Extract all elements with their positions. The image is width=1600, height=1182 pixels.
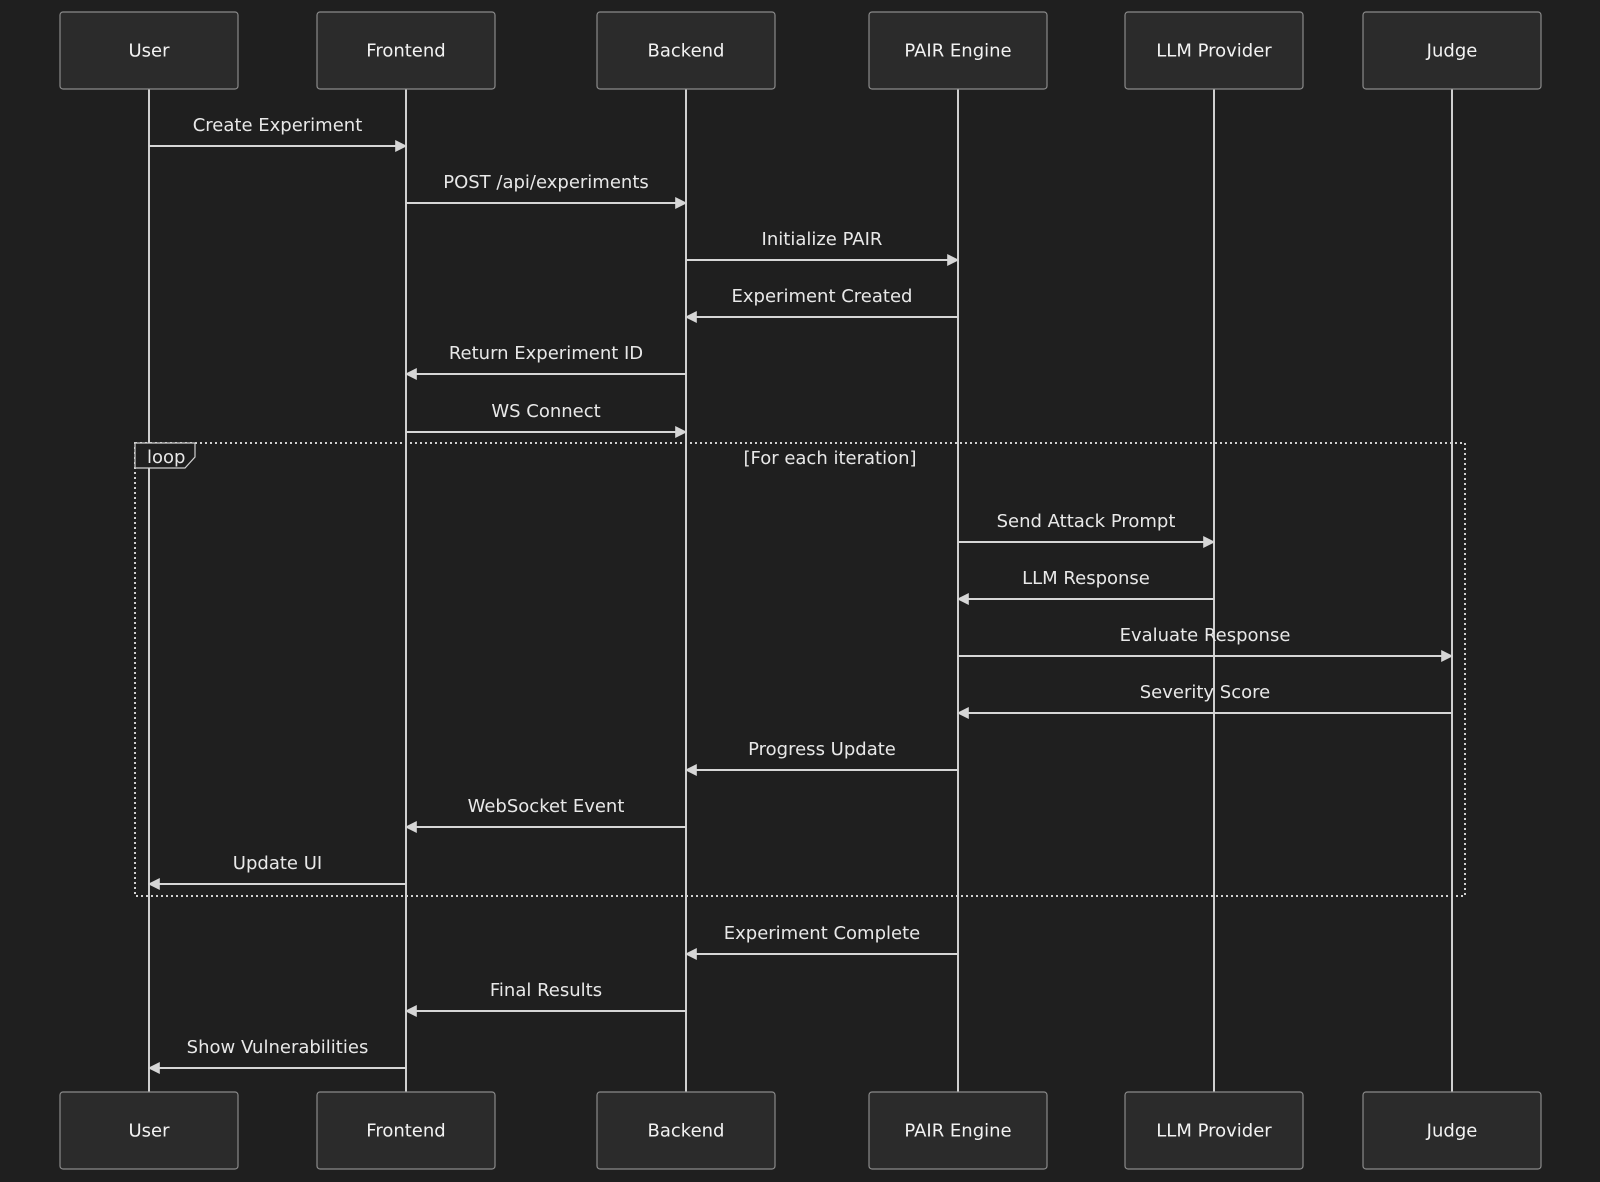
message-label: WS Connect <box>491 401 600 422</box>
message-label: Return Experiment ID <box>449 343 643 364</box>
participant-user-top: User <box>59 11 239 90</box>
message-label: WebSocket Event <box>468 796 625 817</box>
message-3: Initialize PAIR <box>686 229 960 266</box>
message-1: Create Experiment <box>149 115 408 152</box>
loop-tag-box <box>134 442 196 469</box>
message-label: Experiment Complete <box>724 923 920 944</box>
participant-box <box>59 1091 239 1170</box>
message-13: Update UI <box>147 853 406 890</box>
participants-top: User Frontend Backend PAIR Engine LLM Provid… <box>59 11 1542 90</box>
participant-box <box>1124 11 1304 90</box>
participant-box <box>1362 1091 1542 1170</box>
participant-llm-bottom: LLM Provider <box>1124 1091 1304 1170</box>
participant-box <box>1124 1091 1304 1170</box>
loop-frame <box>134 442 1466 897</box>
participant-label: Judge <box>1426 41 1478 62</box>
message-5: Return Experiment ID <box>404 343 686 380</box>
message-15: Final Results <box>404 980 686 1017</box>
participant-backend-top: Backend <box>596 11 776 90</box>
message-label: Initialize PAIR <box>762 229 883 250</box>
participants-bottom: User Frontend Backend PAIR Engine LLM Provid… <box>59 1091 1542 1170</box>
loop-condition: [For each iteration] <box>743 448 916 469</box>
participant-judge-top: Judge <box>1362 11 1542 90</box>
participant-pair-bottom: PAIR Engine <box>868 1091 1048 1170</box>
participant-label: Backend <box>648 1121 725 1142</box>
message-label: Severity Score <box>1140 682 1270 703</box>
participant-label: LLM Provider <box>1156 1121 1272 1142</box>
participant-box <box>59 11 239 90</box>
loop-block: loop [For each iteration] <box>134 442 1466 897</box>
message-label: Update UI <box>233 853 322 874</box>
participant-label: Judge <box>1426 1121 1478 1142</box>
participant-llm-top: LLM Provider <box>1124 11 1304 90</box>
participant-backend-bottom: Backend <box>596 1091 776 1170</box>
participant-label: Frontend <box>366 41 445 62</box>
message-9: Evaluate Response <box>958 625 1454 662</box>
participant-label: PAIR Engine <box>904 1121 1011 1142</box>
participant-label: User <box>128 1121 170 1142</box>
message-2: POST /api/experiments <box>406 172 688 209</box>
message-4: Experiment Created <box>684 286 958 323</box>
participant-label: User <box>128 41 170 62</box>
message-label: Show Vulnerabilities <box>187 1037 369 1058</box>
message-label: Experiment Created <box>732 286 913 307</box>
participant-label: Backend <box>648 41 725 62</box>
participant-user-bottom: User <box>59 1091 239 1170</box>
message-label: POST /api/experiments <box>443 172 649 193</box>
participant-label: LLM Provider <box>1156 41 1272 62</box>
message-12: WebSocket Event <box>404 796 686 833</box>
message-6: WS Connect <box>406 401 688 438</box>
loop-tag-label: loop <box>147 447 185 468</box>
message-16: Show Vulnerabilities <box>147 1037 406 1074</box>
message-label: Evaluate Response <box>1120 625 1291 646</box>
participant-box <box>316 11 496 90</box>
participant-label: Frontend <box>366 1121 445 1142</box>
participant-box <box>596 11 776 90</box>
participant-judge-bottom: Judge <box>1362 1091 1542 1170</box>
participant-box <box>868 1091 1048 1170</box>
message-label: Send Attack Prompt <box>997 511 1176 532</box>
participant-frontend-top: Frontend <box>316 11 496 90</box>
message-label: Create Experiment <box>193 115 363 136</box>
message-11: Progress Update <box>684 739 958 776</box>
participant-frontend-bottom: Frontend <box>316 1091 496 1170</box>
participant-box <box>1362 11 1542 90</box>
message-14: Experiment Complete <box>684 923 958 960</box>
participant-label: PAIR Engine <box>904 41 1011 62</box>
message-label: LLM Response <box>1022 568 1150 589</box>
participant-box <box>868 11 1048 90</box>
message-label: Progress Update <box>748 739 896 760</box>
message-label: Final Results <box>490 980 602 1001</box>
participant-box <box>316 1091 496 1170</box>
participant-box <box>596 1091 776 1170</box>
message-8: LLM Response <box>956 568 1214 605</box>
message-10: Severity Score <box>956 682 1452 719</box>
message-7: Send Attack Prompt <box>958 511 1216 548</box>
participant-pair-top: PAIR Engine <box>868 11 1048 90</box>
